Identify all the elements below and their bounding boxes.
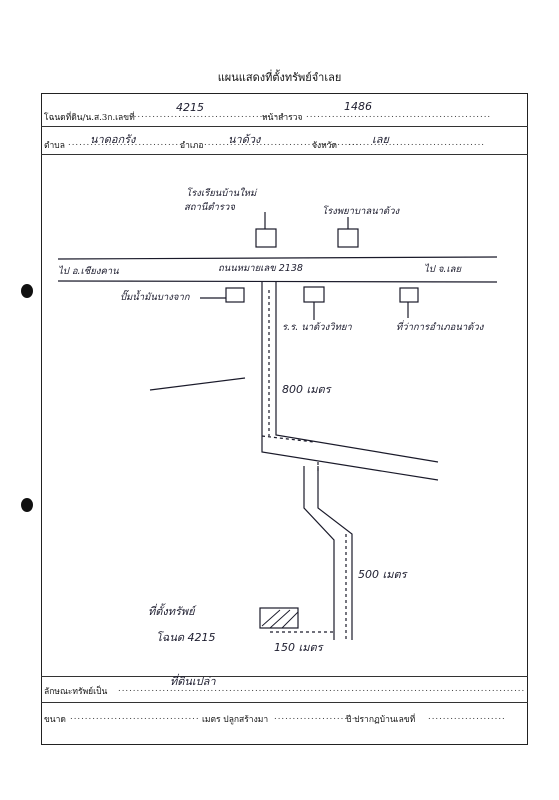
survey-page-value: 1486 [344, 100, 372, 113]
road-right-label: ไป จ.เลย [424, 264, 462, 275]
property-label: ที่ตั้งทรัพย์ [148, 605, 195, 618]
subdistrict-label: ตำบล [44, 141, 65, 151]
main-road-top-edge [57, 256, 498, 260]
landmark-top-left-2: สถานีตำรวจ [184, 202, 235, 213]
distance-500-label: 500 เมตร [358, 568, 407, 581]
header-divider-2 [41, 154, 528, 155]
deed-dots: ........................................… [130, 110, 286, 120]
hospital-box [337, 228, 359, 248]
province-label: จังหวัด [312, 141, 338, 151]
property-box [259, 607, 299, 629]
road-name: ถนนหมายเลข 2138 [218, 263, 303, 274]
province-value: เลย [372, 133, 389, 146]
gas-station-box [225, 287, 245, 303]
page-title: แผนแสดงที่ตั้งทรัพย์จำเลย [217, 71, 342, 84]
property-type-dots: ........................................… [118, 684, 526, 694]
footer-divider-2 [41, 702, 528, 703]
district-office-box [399, 287, 419, 303]
property-deed-label: โฉนด 4215 [156, 631, 216, 644]
district-dots: ........................................… [204, 138, 360, 148]
form-frame [41, 93, 528, 745]
building-dots: ....................... [274, 712, 360, 722]
landmark-top-right: โรงพยาบาลนาด้วง [322, 206, 400, 217]
distance-800-tick [261, 435, 315, 443]
punch-hole-bottom [21, 498, 33, 512]
property-type-label: ลักษณะทรัพย์เป็น [44, 687, 108, 697]
school-box [303, 286, 325, 303]
school-top-left-box [255, 228, 277, 248]
property-type-value: ที่ดินเปล่า [170, 675, 216, 688]
year-label: ปี ปรากฏบ้านเลขที่ [346, 715, 416, 725]
side-road-right-edge [275, 282, 439, 463]
school-label: ร.ร. นาด้วงวิทยา [282, 322, 352, 333]
property-hatch [261, 609, 299, 629]
footer-divider-1 [41, 676, 528, 677]
header-divider-1 [41, 126, 528, 127]
province-dots: ..................................... [348, 138, 485, 148]
size-label: ขนาด [44, 715, 66, 725]
gas-station-label: ปั๊มน้ำมันบางจาก [120, 292, 190, 303]
punch-hole-top [21, 284, 33, 298]
district-label: อำเภอ [180, 141, 204, 151]
building-label: เมตร ปลูกสร้างมา [202, 715, 269, 725]
district-office-label: ที่ว่าการอำเภอนาด้วง [396, 322, 484, 333]
survey-page-dots: ........................................… [306, 110, 492, 120]
year-dots: ..................... [428, 712, 506, 722]
distance-800-label: 800 เมตร [282, 383, 331, 396]
deed-value: 4215 [176, 101, 204, 114]
main-road-bottom-edge [57, 280, 498, 283]
deed-label: โฉนดที่ดิน/น.ส.3ก.เลขที่ [44, 113, 135, 123]
stroke-mark [149, 377, 246, 391]
survey-page-label: หน้าสำรวจ [262, 113, 303, 123]
side-road-left-edge [261, 282, 439, 481]
size-dots: ................................... [70, 712, 200, 722]
distance-150-label: 150 เมตร [274, 641, 323, 654]
district-value: นาด้วง [228, 133, 261, 146]
subdistrict-value: นาดอกรัง [90, 133, 136, 146]
subdistrict-dots: ............................... [68, 138, 183, 148]
lower-road-right-edge [317, 466, 353, 640]
lower-road-left-edge [303, 466, 335, 640]
landmark-top-left: โรงเรียนบ้านใหม่ [186, 188, 257, 199]
road-left-label: ไป อ.เชียงคาน [58, 266, 119, 277]
